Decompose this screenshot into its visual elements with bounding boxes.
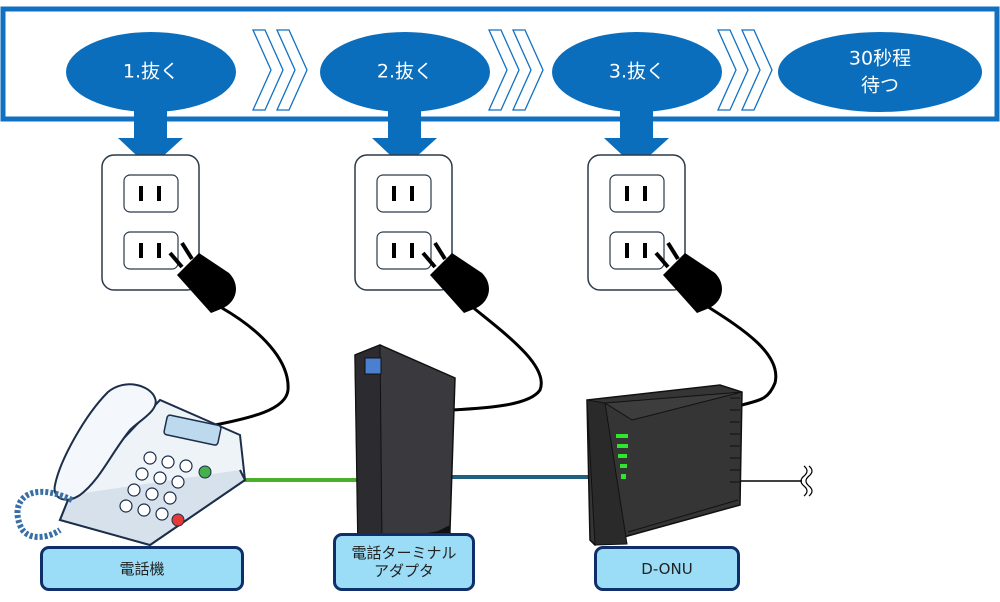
telephone-label: 電話機 [40, 546, 244, 591]
step-4-label-line1: 30秒程 [849, 48, 911, 70]
outlet-socket [376, 174, 432, 213]
step-3-label: 3.抜く [609, 61, 665, 83]
outlet-socket [123, 174, 179, 213]
power-plug-icon [421, 241, 489, 313]
power-cord [214, 306, 290, 427]
outlet-socket [123, 231, 179, 270]
chevron-double-right-icon [251, 29, 308, 111]
power-plug-icon [654, 241, 722, 313]
step-1-label: 1.抜く [123, 61, 179, 83]
step-2-label: 2.抜く [377, 61, 433, 83]
chevron-double-right-icon [716, 29, 773, 111]
terminal-adapter-label-line1: 電話ターミナル [351, 544, 457, 562]
status-led-group [616, 434, 628, 479]
step-1: 1.抜く [66, 32, 236, 112]
wavy-break-icon [800, 465, 813, 497]
step-4-wait: 30秒程 待つ [778, 32, 982, 112]
terminal-adapter-label: 電話ターミナル アダプタ [333, 533, 475, 591]
outlet-socket [609, 174, 665, 213]
power-plug-icon [168, 241, 236, 313]
d-onu-icon [586, 384, 743, 546]
outlet-socket [376, 231, 432, 270]
step-2: 2.抜く [320, 32, 490, 112]
step-4-label-line2: 待つ [861, 75, 899, 97]
terminal-adapter-label-line2: アダプタ [373, 562, 434, 580]
telephone-icon [14, 383, 247, 547]
outlet-socket [609, 231, 665, 270]
d-onu-label-text: D-ONU [641, 559, 693, 578]
terminal-adapter-icon [354, 344, 456, 550]
step-3: 3.抜く [552, 32, 722, 112]
chevron-double-right-icon [487, 29, 544, 111]
d-onu-label: D-ONU [594, 546, 740, 591]
power-cord [704, 303, 778, 407]
telephone-label-text: 電話機 [119, 559, 165, 578]
power-cord [451, 303, 543, 412]
